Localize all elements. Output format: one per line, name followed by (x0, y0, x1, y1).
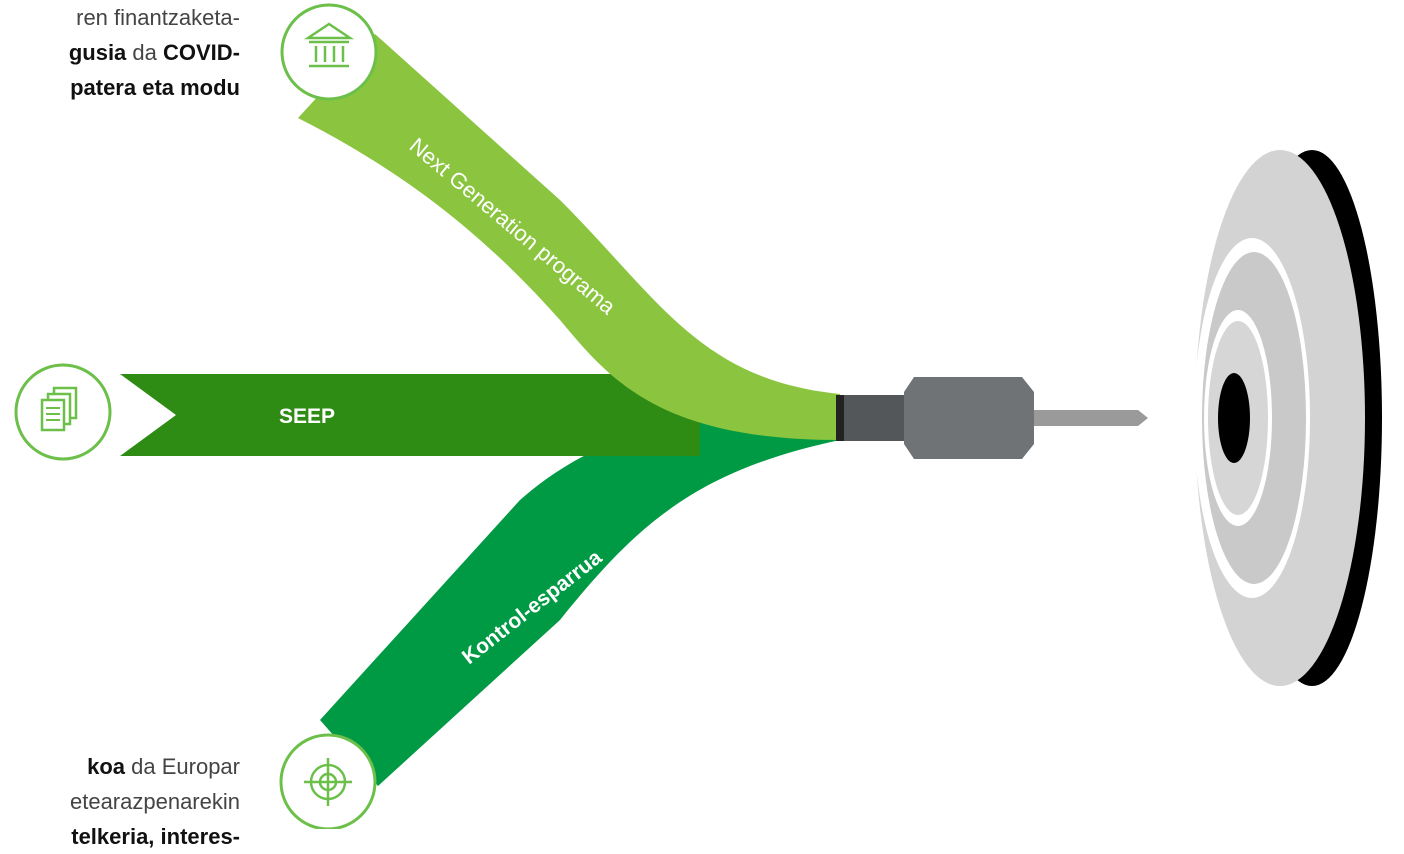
top-paragraph-line-1: ren finantzaketa- (76, 5, 240, 30)
bottom-plain-europar: da Europar (125, 754, 240, 779)
seep-label: SEEP (279, 405, 335, 428)
top-bold-gusia: gusia (68, 40, 127, 65)
funnel-diagram: Next Generation programa SEEP Kontrol-es… (14, 3, 1382, 829)
bank-building-icon (280, 3, 378, 101)
bottom-paragraph-line-2: etearazpenarekin (69, 789, 240, 814)
diagram-stage: ren finantzaketa- gusia da COVID- patera… (0, 0, 1382, 849)
kontrol-ribbon (320, 417, 840, 786)
target-bullseye (1194, 150, 1382, 686)
top-bold-covid: COVID- (163, 40, 240, 65)
target-crosshair-icon (279, 733, 377, 829)
bottom-bold-koa: koa (87, 754, 126, 779)
top-plain-da: da (126, 40, 163, 65)
next-generation-ribbon (298, 34, 840, 440)
connector-plug (836, 377, 1148, 459)
bottom-paragraph-line-1: koa da Europar (0, 749, 240, 784)
top-paragraph-line-3: patera eta modu (0, 70, 240, 105)
seep-ribbon (120, 374, 700, 456)
top-bold-patera: patera eta modu (70, 75, 240, 100)
documents-icon (14, 363, 112, 461)
top-paragraph: ren finantzaketa- gusia da COVID- patera… (0, 0, 240, 105)
top-paragraph-line-2: gusia da COVID- (0, 35, 240, 70)
